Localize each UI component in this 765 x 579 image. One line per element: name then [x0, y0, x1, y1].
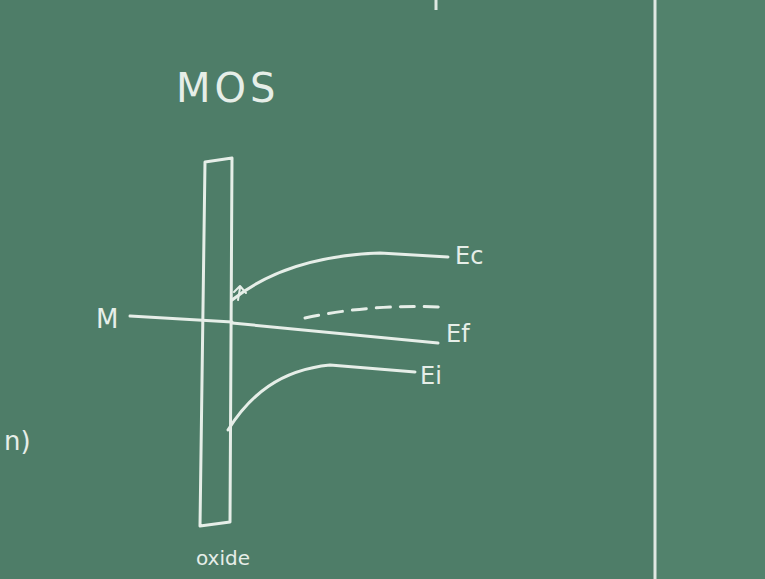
chalk-mark: [435, 0, 438, 10]
layer-label-slot: oxide: [196, 548, 250, 568]
band-label-slot: Ef: [446, 322, 470, 346]
layer-label: oxide: [196, 548, 250, 568]
dashed-level: [305, 306, 440, 318]
board-edge: [654, 0, 657, 579]
band-label: Ei: [420, 364, 442, 388]
fermi-level: [232, 323, 438, 343]
title-slot: MOS: [176, 68, 279, 108]
board-panel: [655, 0, 765, 579]
band-label-slot: Ei: [420, 364, 442, 388]
metal-fermi-level: [130, 316, 232, 322]
intrinsic-level: [228, 365, 415, 430]
oxide-layer: [200, 158, 232, 526]
band-label-slot: Ec: [455, 244, 483, 268]
partial-label: n): [4, 428, 31, 454]
metal-label-slot: M: [96, 306, 118, 332]
partial-label-slot: n): [4, 428, 31, 454]
band-label: Ef: [446, 322, 470, 346]
band-bending-arrow: [234, 286, 246, 300]
metal-label: M: [96, 306, 118, 332]
band-label: Ec: [455, 244, 483, 268]
diagram-title: MOS: [176, 68, 279, 108]
conduction-band-edge: [232, 253, 448, 300]
